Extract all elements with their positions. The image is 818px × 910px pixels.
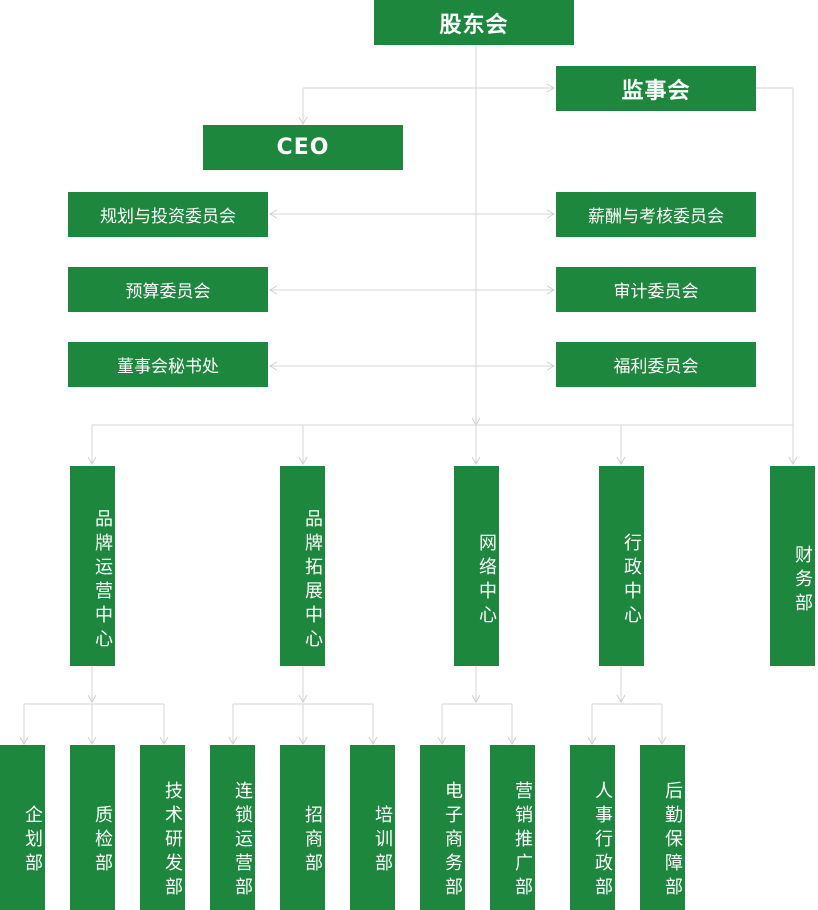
board-secretariat: 董事会秘书处 xyxy=(68,342,268,387)
committee-planning-investment: 规划与投资委员会 xyxy=(68,192,268,237)
dept-logistics: 后勤保障部 xyxy=(640,745,685,910)
dept-ecommerce: 电子商务部 xyxy=(420,745,465,910)
dept-training: 培训部 xyxy=(350,745,395,910)
dept-finance: 财务部 xyxy=(770,466,815,666)
dept-planning: 企划部 xyxy=(0,745,45,910)
committee-welfare: 福利委员会 xyxy=(556,342,756,387)
center-brand-operation: 品牌运营中心 xyxy=(70,466,115,666)
dept-rd: 技术研发部 xyxy=(140,745,185,910)
dept-marketing: 营销推广部 xyxy=(490,745,535,910)
committee-audit: 审计委员会 xyxy=(556,267,756,312)
shareholders-box: 股东会 xyxy=(374,0,574,45)
supervisors-box: 监事会 xyxy=(556,66,756,111)
committee-budget: 预算委员会 xyxy=(68,267,268,312)
center-network: 网络中心 xyxy=(454,466,499,666)
committee-compensation: 薪酬与考核委员会 xyxy=(556,192,756,237)
ceo-box: CEO xyxy=(203,125,403,170)
dept-chain-operation: 连锁运营部 xyxy=(210,745,255,910)
center-administration: 行政中心 xyxy=(599,466,644,666)
dept-quality-inspection: 质检部 xyxy=(70,745,115,910)
dept-investment-attraction: 招商部 xyxy=(280,745,325,910)
center-brand-expansion: 品牌拓展中心 xyxy=(280,466,325,666)
dept-hr-admin: 人事行政部 xyxy=(570,745,615,910)
